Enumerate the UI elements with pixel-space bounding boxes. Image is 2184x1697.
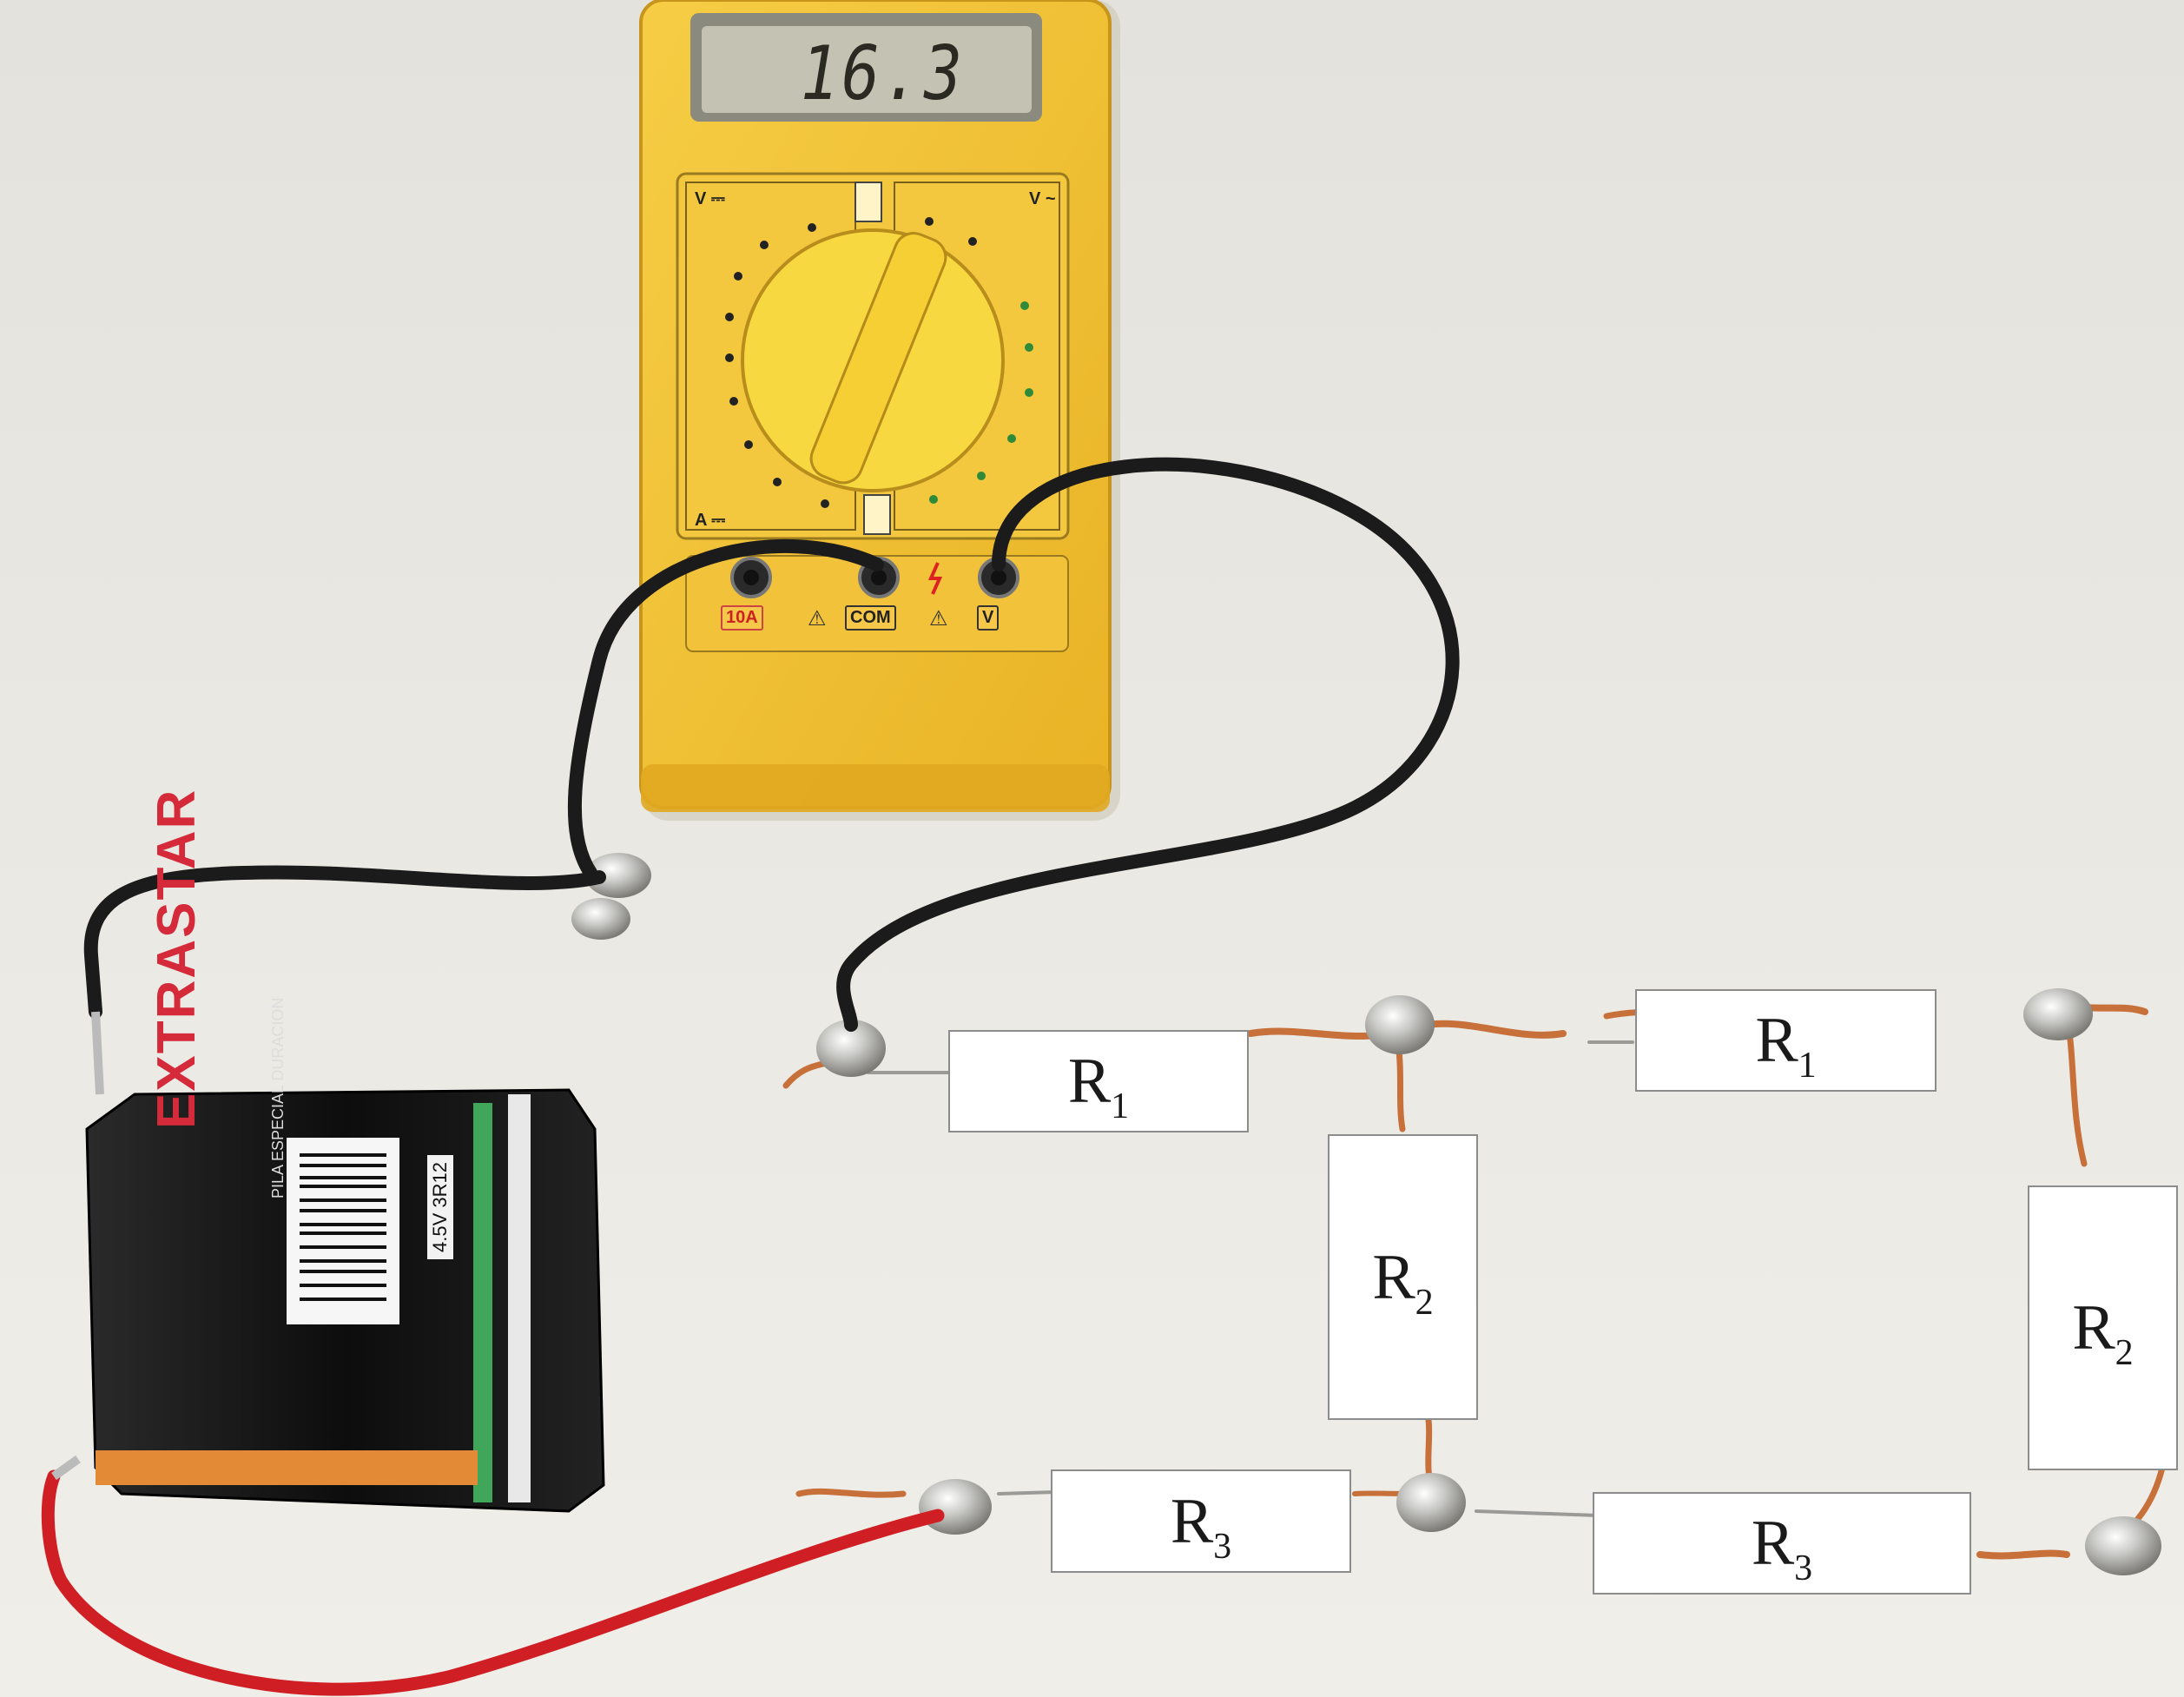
- label-subscript: 1: [1111, 1086, 1130, 1126]
- resistor-label-left-r2: R2: [1328, 1134, 1478, 1420]
- barcode: [300, 1153, 386, 1301]
- resistor-label-left-r3: R3: [1051, 1469, 1351, 1573]
- range-dots: [725, 217, 977, 508]
- dc-amps-symbol: A ⎓: [695, 511, 725, 530]
- black-test-leads: [83, 457, 1460, 1032]
- resistor-label-right-r3: R3: [1593, 1492, 1971, 1595]
- jack-label-10a: 10A: [721, 605, 763, 631]
- barcode-label: [287, 1138, 399, 1324]
- dial-knob: [809, 232, 947, 485]
- warning-triangle-icon: ⚠: [929, 606, 948, 631]
- display-reading: 16.3: [800, 30, 966, 117]
- red-battery-lead: [41, 1469, 945, 1696]
- label-subscript: 2: [2115, 1333, 2134, 1373]
- hazard-bolt-icon: [927, 562, 943, 595]
- label-base: R: [1755, 1005, 1798, 1076]
- battery-voltage: 4.5V 3R12: [427, 1155, 453, 1259]
- battery-subtext: PILA ESPECIAL DURACION: [269, 997, 287, 1198]
- solder-joints: [571, 853, 2161, 1575]
- label-base: R: [1372, 1241, 1415, 1313]
- label-subscript: 1: [1798, 1046, 1817, 1086]
- label-base: R: [1170, 1485, 1214, 1557]
- warning-triangle-icon: ⚠: [808, 606, 827, 631]
- label-base: R: [1751, 1508, 1795, 1579]
- resistor-label-left-r1: R1: [948, 1030, 1249, 1132]
- label-base: R: [1067, 1046, 1112, 1117]
- jack-label-com: COM: [845, 605, 896, 631]
- battery-brand: EXTRASTAR: [147, 788, 207, 1129]
- label-subscript: 3: [1213, 1526, 1232, 1567]
- battery: [51, 1011, 605, 1513]
- resistor-label-right-r2: R2: [2028, 1185, 2178, 1470]
- lcd-screen: [702, 26, 1032, 113]
- label-subscript: 2: [1415, 1282, 1434, 1323]
- ohm-range-dots: [929, 301, 1033, 504]
- label-base: R: [2072, 1292, 2115, 1364]
- ac-volts-symbol: V ~: [1029, 189, 1056, 208]
- label-subscript: 3: [1794, 1548, 1813, 1588]
- jack-label-v: V: [977, 605, 1000, 631]
- multimeter-display: 16.3: [702, 30, 1014, 117]
- dc-volts-symbol: V ⎓: [695, 189, 725, 208]
- resistor-label-right-r1: R1: [1635, 989, 1937, 1092]
- multimeter: V ⎓ V ~ A ⎓ ⚠ ⚠: [639, 0, 1112, 812]
